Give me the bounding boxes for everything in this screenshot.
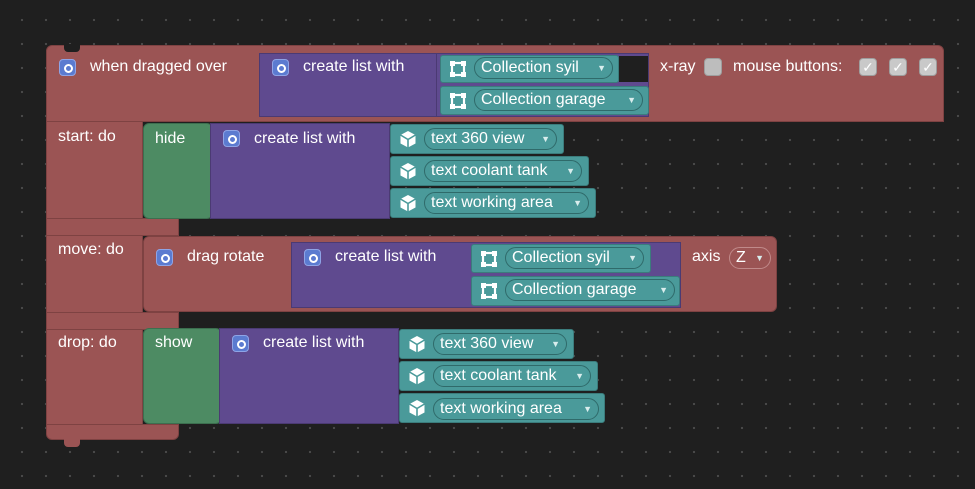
event-block-body-left <box>46 121 143 432</box>
list-slot-end <box>619 56 648 82</box>
text-dropdown-value: text 360 view <box>440 335 534 352</box>
event-block-move-bar <box>46 312 179 330</box>
text-dropdown-value: text coolant tank <box>440 367 557 384</box>
collection-icon <box>478 248 500 270</box>
text-dropdown-value: text 360 view <box>431 130 525 147</box>
create-list-label: create list with <box>335 248 437 265</box>
mouse-button-checkbox-1[interactable]: ✓ <box>859 58 877 76</box>
event-block-bottom-notch <box>64 439 80 447</box>
cube-icon <box>397 160 419 182</box>
collection-dropdown-value: Collection garage <box>512 281 637 298</box>
collection-dropdown[interactable]: Collection garage ▼ <box>474 89 643 111</box>
gear-icon[interactable] <box>304 249 321 266</box>
event-block-top-notch <box>64 44 80 52</box>
text-dropdown-value: text working area <box>440 400 562 417</box>
list-slot-end <box>651 245 680 272</box>
show-block[interactable] <box>143 328 222 424</box>
text-dropdown[interactable]: text 360 view ▼ <box>433 333 567 355</box>
text-dropdown[interactable]: text 360 view ▼ <box>424 128 557 150</box>
cube-icon <box>397 128 419 150</box>
move-do-label: move: do <box>58 241 124 258</box>
create-list-block-start[interactable] <box>210 123 390 219</box>
drop-do-label: drop: do <box>58 334 117 351</box>
mouse-button-checkbox-3[interactable]: ✓ <box>919 58 937 76</box>
create-list-label: create list with <box>254 130 356 147</box>
chevron-down-icon: ▼ <box>597 63 606 73</box>
text-dropdown-value: text working area <box>431 194 553 211</box>
start-do-label: start: do <box>58 128 116 145</box>
mouse-buttons-label: mouse buttons: <box>733 58 843 75</box>
collection-dropdown[interactable]: Collection garage ▼ <box>505 279 675 301</box>
text-dropdown[interactable]: text coolant tank ▼ <box>433 365 591 387</box>
text-dropdown[interactable]: text coolant tank ▼ <box>424 160 582 182</box>
mouse-button-checkbox-2[interactable]: ✓ <box>889 58 907 76</box>
cube-icon <box>397 192 419 214</box>
collection-icon <box>447 90 469 112</box>
chevron-down-icon: ▼ <box>628 253 637 263</box>
collection-icon <box>447 58 469 80</box>
chevron-down-icon: ▼ <box>575 371 584 381</box>
chevron-down-icon: ▼ <box>573 198 582 208</box>
hide-label: hide <box>155 130 186 147</box>
collection-dropdown[interactable]: Collection syil ▼ <box>505 247 644 269</box>
axis-label: axis <box>692 248 721 265</box>
chevron-down-icon: ▼ <box>541 134 550 144</box>
chevron-down-icon: ▼ <box>551 339 560 349</box>
collection-dropdown[interactable]: Collection syil ▼ <box>474 57 613 79</box>
create-list-block-over[interactable] <box>259 53 439 117</box>
collection-dropdown-value: Collection syil <box>481 59 579 76</box>
chevron-down-icon: ▼ <box>755 253 764 263</box>
text-dropdown-value: text coolant tank <box>431 162 548 179</box>
collection-dropdown-value: Collection syil <box>512 249 610 266</box>
event-label: when dragged over <box>90 58 227 75</box>
axis-dropdown[interactable]: Z▼ <box>729 247 771 269</box>
gear-icon[interactable] <box>59 59 76 76</box>
collection-dropdown-value: Collection garage <box>481 91 606 108</box>
create-list-block-drop[interactable] <box>219 328 399 424</box>
chevron-down-icon: ▼ <box>583 404 592 414</box>
text-dropdown[interactable]: text working area ▼ <box>433 398 599 420</box>
create-list-label: create list with <box>303 58 405 75</box>
create-list-label: create list with <box>263 334 365 351</box>
collection-icon <box>478 280 500 302</box>
gear-icon[interactable] <box>272 59 289 76</box>
gear-icon[interactable] <box>223 130 240 147</box>
event-block-start-bar <box>46 218 179 236</box>
gear-icon[interactable] <box>156 249 173 266</box>
xray-label: x-ray <box>660 58 696 75</box>
show-label: show <box>155 334 193 351</box>
cube-icon <box>406 333 428 355</box>
event-block-footer <box>46 424 179 440</box>
chevron-down-icon: ▼ <box>566 166 575 176</box>
hide-block[interactable] <box>143 123 213 219</box>
cube-icon <box>406 397 428 419</box>
cube-icon <box>406 365 428 387</box>
text-dropdown[interactable]: text working area ▼ <box>424 192 589 214</box>
drag-rotate-label: drag rotate <box>187 248 265 265</box>
chevron-down-icon: ▼ <box>659 285 668 295</box>
gear-icon[interactable] <box>232 335 249 352</box>
axis-dropdown-value: Z <box>736 249 746 266</box>
chevron-down-icon: ▼ <box>627 95 636 105</box>
xray-checkbox[interactable] <box>704 58 722 76</box>
